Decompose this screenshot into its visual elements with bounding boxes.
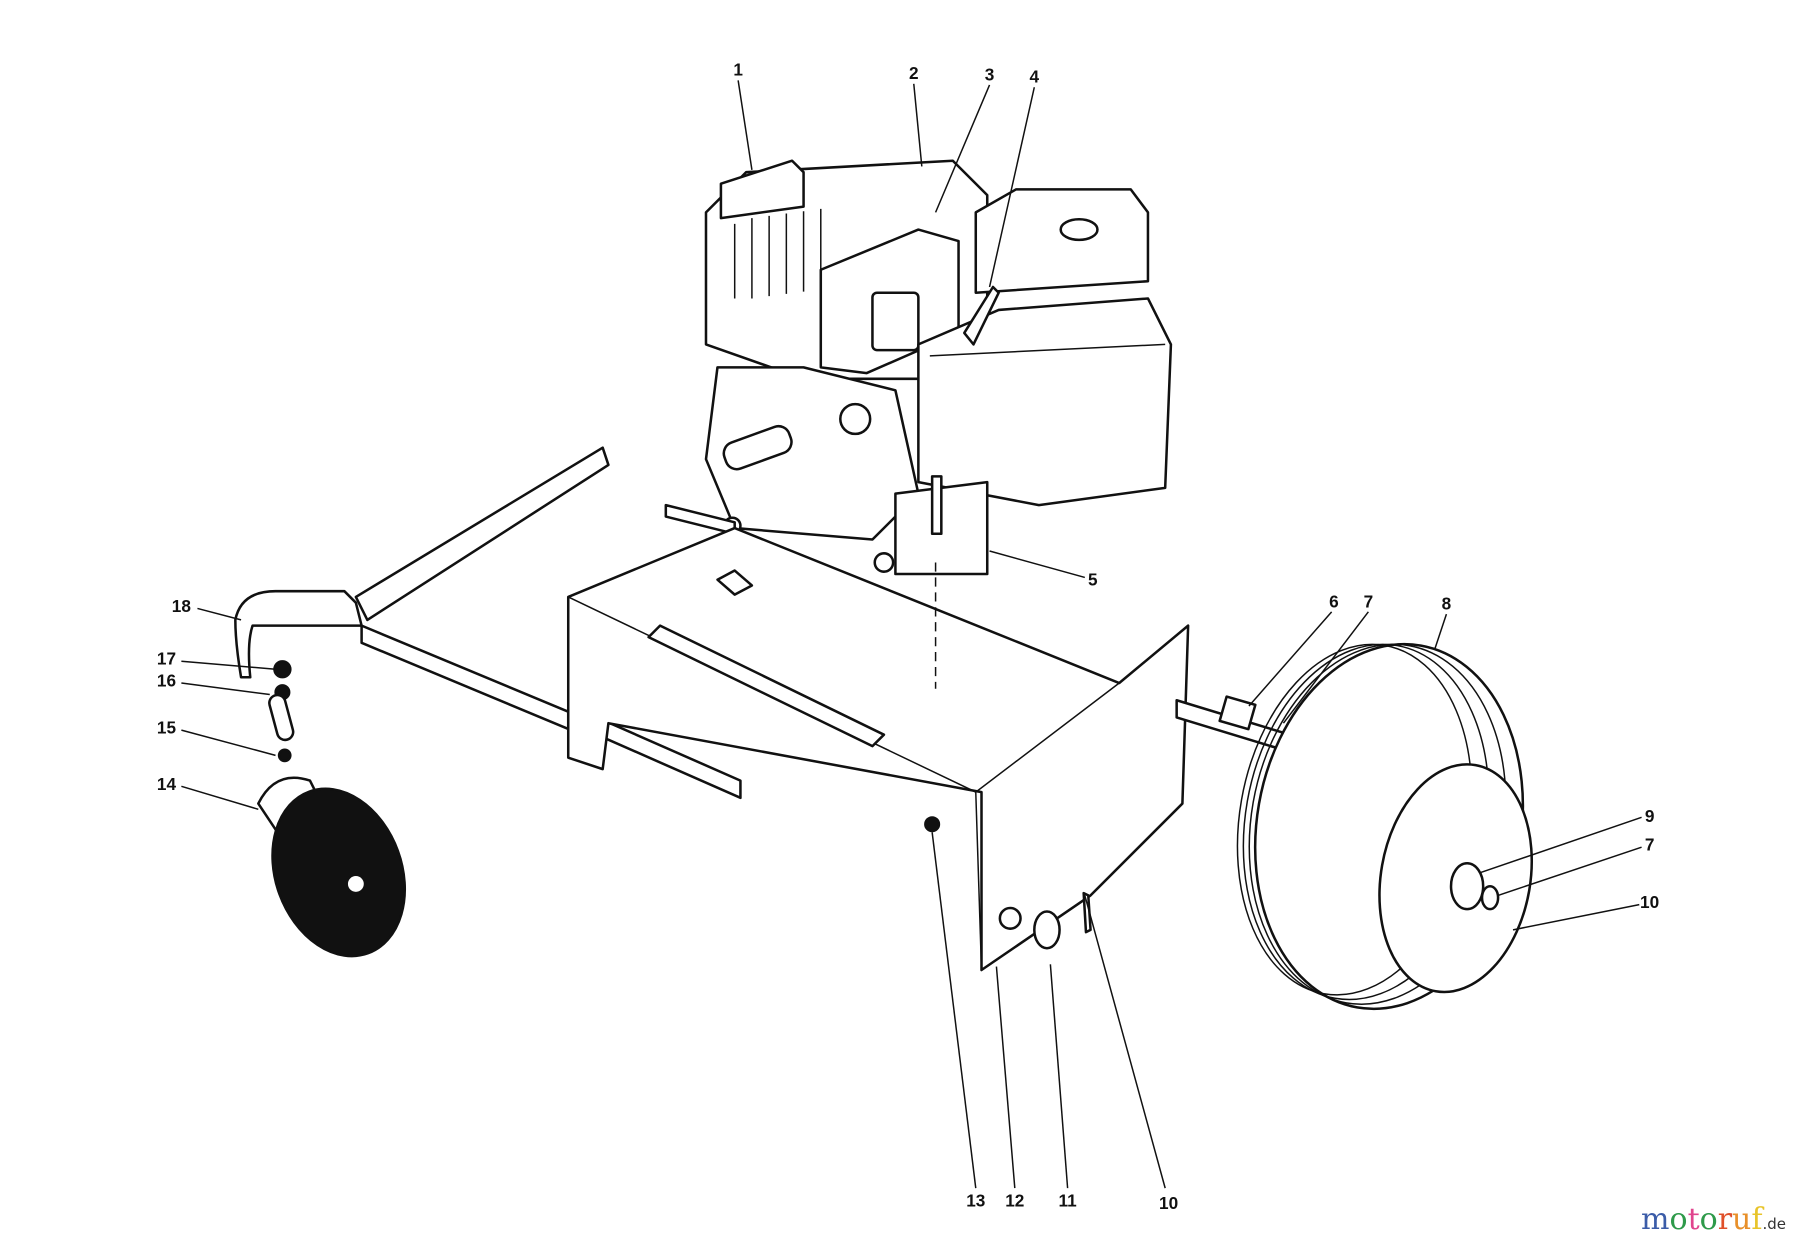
callout-14: 14	[157, 774, 177, 794]
callout-1: 1	[733, 60, 743, 80]
callout-13: 13	[966, 1190, 985, 1210]
engine	[704, 159, 1173, 576]
wheel	[1236, 642, 1534, 1011]
callout-15: 15	[157, 718, 177, 738]
callout-10b: 10	[1159, 1193, 1178, 1213]
callout-17: 17	[157, 649, 176, 669]
callout-16: 16	[157, 670, 176, 690]
wm-letter: r	[1717, 1202, 1733, 1237]
callout-18: 18	[172, 596, 192, 616]
callout-9: 9	[1645, 806, 1655, 826]
callout-2: 2	[909, 63, 919, 83]
callout-3: 3	[985, 64, 995, 84]
wm-letter: f	[1751, 1202, 1763, 1237]
callout-5: 5	[1088, 569, 1098, 589]
callout-10: 10	[1640, 892, 1659, 912]
wm-letter: t	[1687, 1202, 1700, 1237]
handle-frame	[234, 446, 742, 800]
wm-letter: u	[1732, 1202, 1752, 1237]
wm-suffix: .de	[1762, 1215, 1786, 1233]
callout-4: 4	[1030, 67, 1040, 87]
wm-letter: o	[1699, 1202, 1718, 1237]
callout-7: 7	[1364, 591, 1374, 611]
callout-labels: 1 2 3 4 5 6 7 8 9 7 10 10 11 12 13 14 15…	[157, 60, 1659, 1213]
callout-11: 11	[1059, 1190, 1078, 1210]
watermark-logo: motoruf.de	[1641, 1202, 1786, 1237]
callout-12: 12	[1005, 1190, 1024, 1210]
leader-lines	[181, 80, 1642, 1189]
wm-letter: m	[1641, 1202, 1670, 1237]
callout-8: 8	[1442, 594, 1452, 614]
axle	[1033, 695, 1310, 950]
callout-6: 6	[1329, 591, 1339, 611]
callout-7b: 7	[1645, 835, 1655, 855]
caster-wheel	[257, 660, 407, 958]
wm-letter: o	[1669, 1202, 1688, 1237]
